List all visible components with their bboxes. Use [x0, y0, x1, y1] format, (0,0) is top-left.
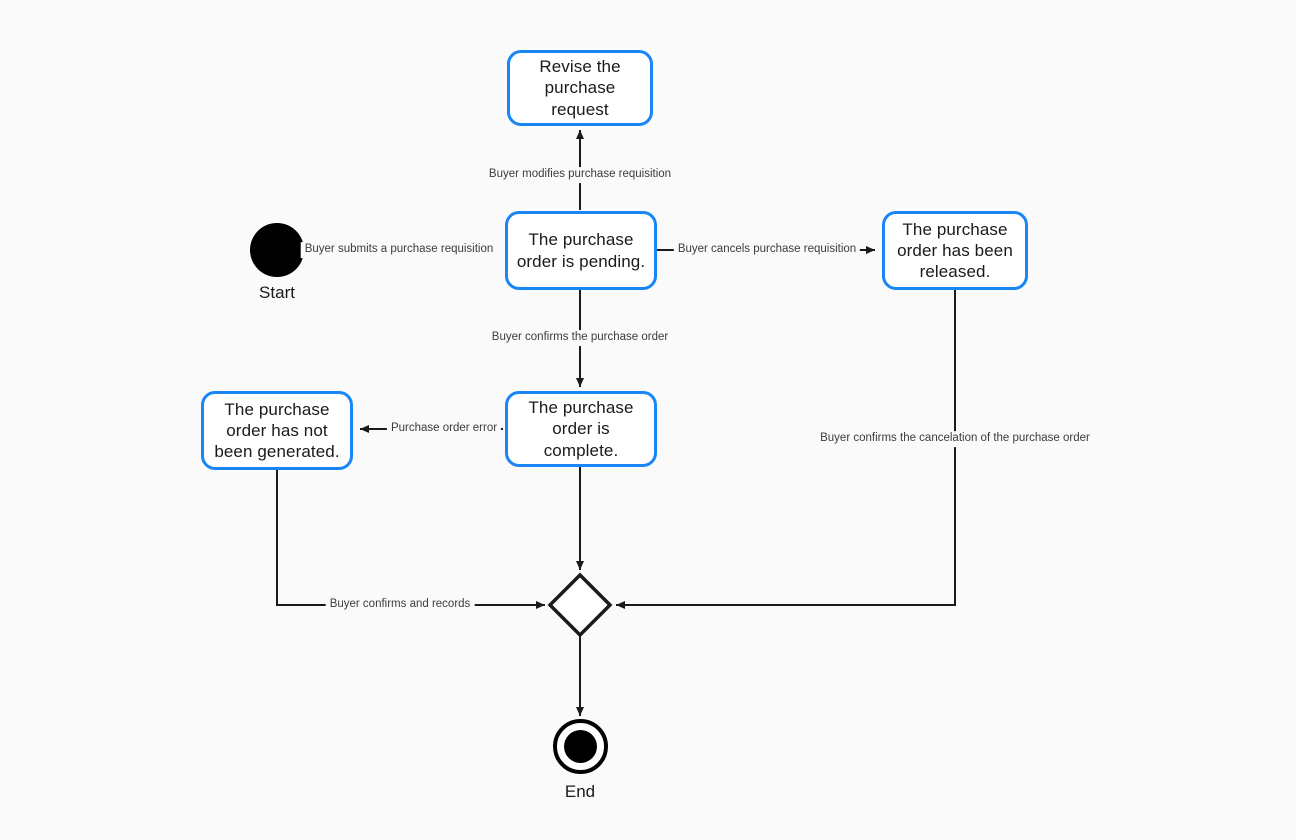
state-label-pending: The purchase order is pending.	[517, 229, 645, 272]
state-node-pending[interactable]: The purchase order is pending.	[505, 211, 657, 290]
state-label-released: The purchase order has been released.	[897, 219, 1013, 283]
edge-label-purchase-order-error: Purchase order error	[386, 421, 502, 437]
state-label-line: The purchase	[902, 219, 1008, 239]
state-node-not-generated[interactable]: The purchase order has not been generate…	[201, 391, 353, 470]
state-node-revise[interactable]: Revise the purchase request	[507, 50, 653, 126]
state-label-line: been generated.	[214, 442, 340, 462]
state-label-line: order is pending.	[516, 251, 646, 271]
state-label-complete: The purchase order is complete.	[516, 397, 646, 461]
state-label-line: The purchase	[528, 230, 634, 250]
start-label: Start	[259, 283, 295, 302]
edge-released-to-merge	[616, 290, 956, 609]
state-label-line: order has not	[226, 420, 328, 440]
start-node	[250, 223, 304, 277]
edge-label-buyer-cancels: Buyer cancels purchase requisition	[673, 242, 861, 258]
state-label-line: released.	[919, 262, 991, 282]
edge-not-generated-to-merge	[276, 470, 545, 609]
state-label-line: Revise the	[539, 57, 621, 77]
end-label: End	[564, 782, 596, 801]
merge-diamond-node	[547, 572, 613, 638]
edge-label-buyer-modifies: Buyer modifies purchase requisition	[484, 167, 676, 183]
edge-label-buyer-confirms-order: Buyer confirms the purchase order	[487, 330, 673, 346]
edge-label-buyer-submits: Buyer submits a purchase requisition	[300, 242, 498, 258]
state-label-line: order has been	[897, 240, 1013, 260]
state-label-not-generated: The purchase order has not been generate…	[214, 399, 339, 463]
edge-label-buyer-confirms-cancelation: Buyer confirms the cancelation of the pu…	[816, 431, 1094, 447]
end-node-core	[564, 730, 597, 763]
edge-label-buyer-confirms-records: Buyer confirms and records	[325, 597, 475, 613]
state-label-revise: Revise the purchase request	[518, 56, 642, 120]
state-label-line: The purchase	[224, 399, 330, 419]
state-node-released[interactable]: The purchase order has been released.	[882, 211, 1028, 290]
state-label-line: The purchase	[528, 398, 634, 418]
state-label-line: purchase request	[544, 78, 616, 119]
state-label-line: order is complete.	[543, 419, 619, 460]
state-node-complete[interactable]: The purchase order is complete.	[505, 391, 657, 467]
